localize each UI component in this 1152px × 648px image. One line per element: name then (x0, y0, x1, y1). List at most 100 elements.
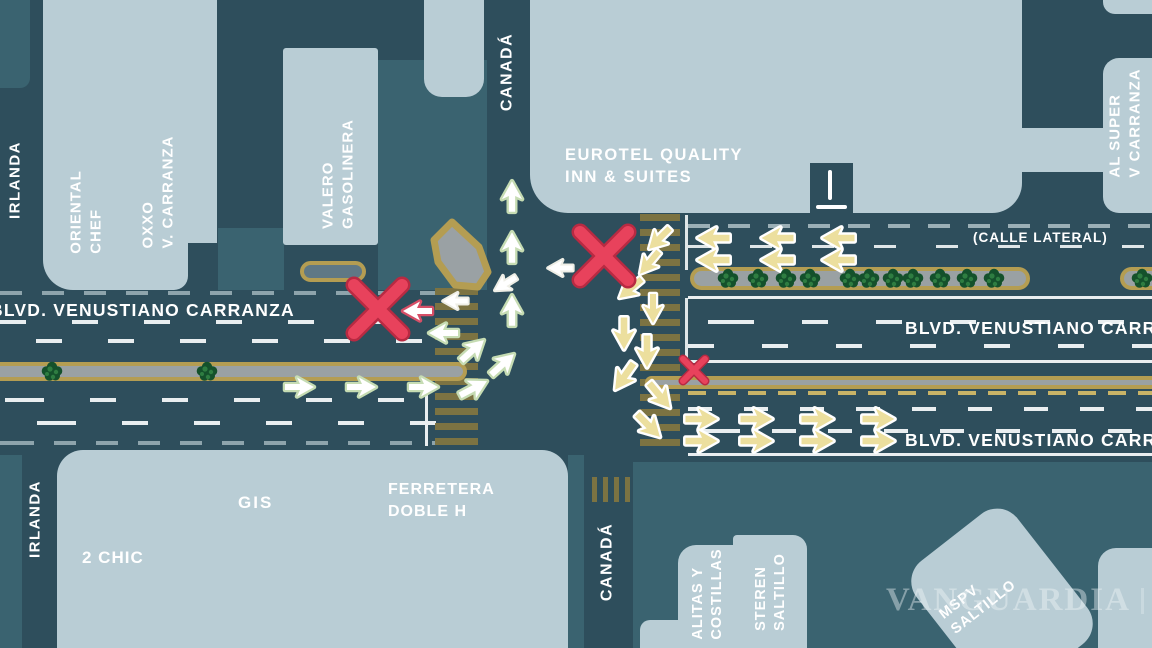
street-label-canada-north: CANADÁ (498, 32, 516, 112)
lane-dashes (0, 441, 440, 445)
lane-dashes (688, 245, 1152, 248)
traffic-arrow-white (441, 291, 470, 311)
traffic-arrow-cream (759, 247, 796, 273)
street-label-blvd-east-upper: BLVD. VENUSTIANO CARRANZA (905, 318, 1152, 338)
traffic-arrow-cream (632, 409, 663, 440)
traffic-arrow-cream (637, 247, 664, 276)
traffic-arrow-green (456, 378, 490, 401)
watermark-brand: VANGUARDIA (886, 582, 1131, 618)
traffic-arrow-cream (860, 428, 897, 454)
median-bar-south-inner (653, 380, 1152, 385)
lane-line (688, 296, 1152, 299)
building-oxxo-block-step (188, 0, 217, 243)
lane-dashes (0, 320, 432, 324)
lot-beside-oxxo (218, 228, 284, 290)
tree-icon (41, 361, 63, 381)
closure-x-icon (345, 276, 411, 342)
traffic-arrow-cream (799, 406, 836, 432)
tree-icon (956, 268, 978, 288)
poi-label-2chic: 2 CHIC (82, 548, 144, 567)
tree-icon (983, 268, 1005, 288)
poi-label-alitas: ALITAS Y COSTILLAS (690, 548, 725, 640)
traffic-arrow-cream (820, 247, 857, 273)
lane-edge-line (685, 215, 688, 270)
watermark-divider (1140, 588, 1144, 614)
traffic-arrow-cream (820, 225, 857, 251)
building-alitas (678, 545, 733, 648)
traffic-arrow-cream (683, 428, 720, 454)
building-oxxo-block (43, 0, 188, 290)
lane-dashes (0, 421, 445, 425)
street-label-blvd-west: BLVD. VENUSTIANO CARRANZA (0, 300, 295, 320)
traffic-arrow-red (400, 299, 435, 323)
poi-label-steren: STEREN SALTILLO (753, 553, 788, 631)
traffic-arrow-cream (634, 333, 660, 370)
poi-label-eurotel: EUROTEL QUALITY INN & SUITES (565, 146, 744, 187)
traffic-arrow-green (456, 337, 487, 366)
watermark: VANGUARDIAMX (886, 582, 1152, 619)
center-line-dashed (688, 391, 1152, 395)
traffic-arrow-green (406, 375, 441, 399)
tree-icon (929, 268, 951, 288)
lane-dashes (0, 291, 435, 295)
traffic-arrow-cream (695, 225, 732, 251)
poi-label-gis: GIS (238, 493, 274, 512)
traffic-arrow-white (546, 258, 575, 278)
traffic-arrow-cream (611, 315, 637, 352)
median-west (0, 362, 467, 381)
traffic-arrow-green (499, 229, 525, 266)
driveway-stop-bar (816, 205, 847, 209)
traffic-arrow-green (426, 321, 461, 345)
tree-icon (775, 268, 797, 288)
traffic-arrow-cream (644, 378, 673, 411)
traffic-arrow-green (499, 292, 525, 329)
traffic-arrow-green (486, 351, 517, 380)
building-canada-corner (424, 0, 484, 97)
street-label-irlanda-bottom: IRLANDA (26, 480, 44, 558)
lane-dashes (688, 320, 1152, 324)
building-alitas-step (640, 620, 685, 648)
driveway-lane-line (828, 170, 832, 200)
lane-dashes (0, 339, 432, 343)
corner-lot-top-left (0, 0, 30, 88)
lot-bottom-left (0, 455, 22, 648)
building-al-super (1103, 58, 1152, 213)
traffic-arrow-cream (860, 406, 897, 432)
lane-line (688, 360, 1152, 363)
building-steren (733, 535, 807, 648)
traffic-arrow-cream (799, 428, 836, 454)
traffic-arrow-green (499, 178, 525, 215)
traffic-arrow-cream (683, 406, 720, 432)
traffic-arrow-cream (759, 225, 796, 251)
building-valero (283, 48, 378, 245)
lane-dashes (0, 398, 445, 402)
lane-edge-line (685, 298, 688, 358)
poi-label-valero: VALERO GASOLINERA (319, 118, 357, 230)
bus-bay (300, 261, 366, 282)
street-label-calle-lateral: (CALLE LATERAL) (973, 230, 1108, 245)
lane-dashes (688, 344, 1152, 348)
poi-label-ferretera: FERRETERA DOBLE H (388, 481, 495, 520)
street-label-canada-south: CANADÁ (598, 522, 616, 602)
traffic-arrow-white (492, 273, 520, 293)
lane-dashes (688, 407, 1152, 411)
lane-dashes (688, 224, 1152, 228)
traffic-arrow-cream (612, 359, 639, 393)
street-label-irlanda-top: IRLANDA (6, 141, 24, 219)
closure-x-icon (571, 223, 637, 289)
sidewalk-canada-south (568, 455, 584, 648)
building-south-east-corner (1098, 548, 1152, 648)
tree-icon (799, 268, 821, 288)
traffic-arrow-cream (738, 428, 775, 454)
tree-icon (1131, 268, 1152, 288)
tree-icon (858, 268, 880, 288)
tree-icon (902, 268, 924, 288)
building-eurotel-block (530, 0, 1022, 213)
traffic-arrow-cream (738, 406, 775, 432)
traffic-arrow-cream (695, 247, 732, 273)
gas-station-island (430, 218, 492, 291)
street-label-blvd-east-lower: BLVD. VENUSTIANO CARRANZA (905, 430, 1152, 450)
building-gis-block (57, 450, 568, 648)
crosswalk-south (592, 477, 631, 502)
